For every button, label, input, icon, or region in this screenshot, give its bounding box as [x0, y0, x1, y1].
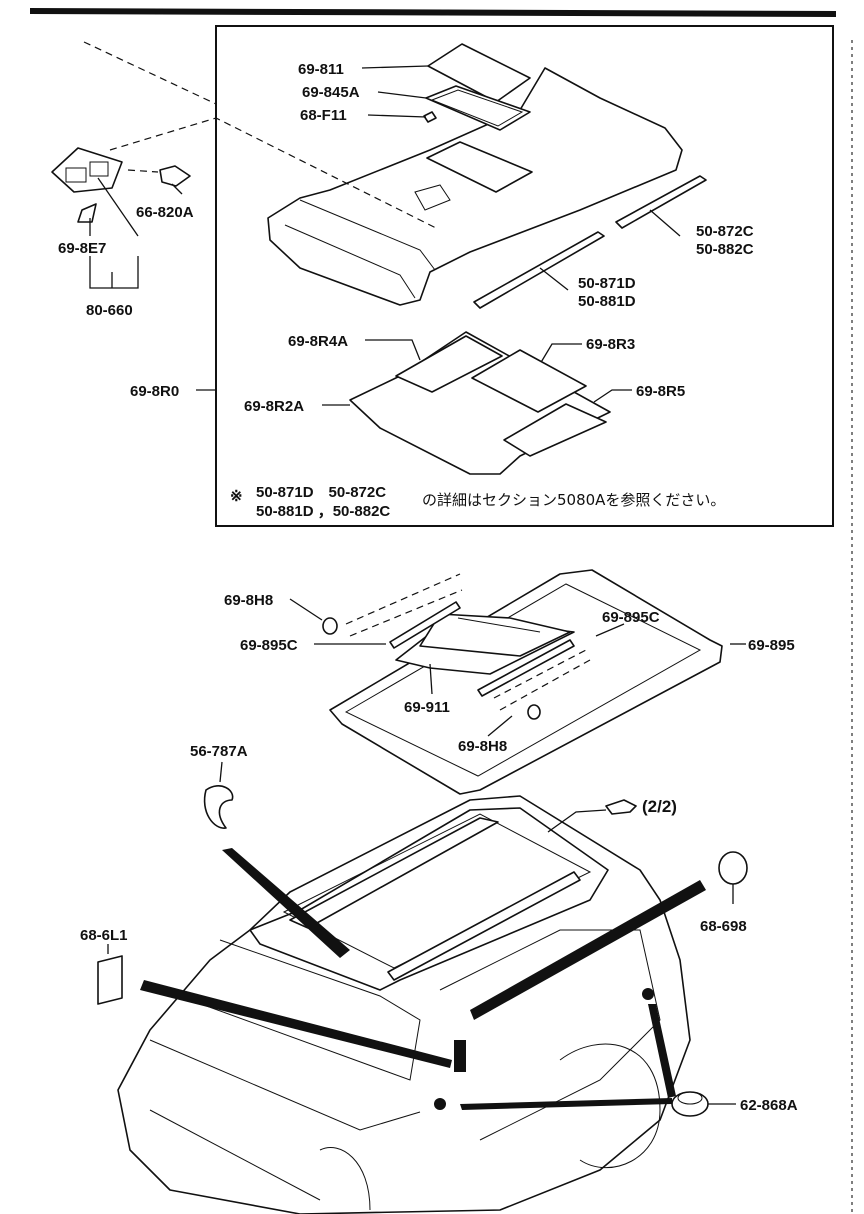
cover-part	[203, 785, 234, 829]
label-69-845a: 69-845A	[302, 84, 360, 101]
hand-pointer-icon	[605, 799, 637, 815]
label-69-8r5: 69-8R5	[636, 383, 685, 400]
glass-part	[427, 43, 531, 103]
headlining-box	[215, 25, 834, 527]
label-50-881d: 50-881D	[578, 293, 636, 310]
label-68-6l1: 68-6L1	[80, 927, 128, 944]
label-80-660: 80-660	[86, 302, 133, 319]
label-69-895: 69-895	[748, 637, 795, 654]
label-69-8e7: 69-8E7	[58, 240, 106, 257]
note-codes-line2: 50-881D ，50-882C	[256, 503, 390, 520]
label-69-895c-right: 69-895C	[602, 609, 660, 626]
label-68-f11: 68-F11	[300, 107, 347, 124]
label-page-ref: (2/2)	[642, 797, 677, 816]
label-69-8h8-upper: 69-8H8	[224, 592, 273, 609]
label-50-882c: 50-882C	[696, 241, 754, 258]
note-mark: ※	[230, 488, 243, 505]
deflector-right	[477, 639, 575, 697]
top-rule	[29, 8, 837, 17]
map-lamp-part	[51, 147, 191, 223]
roof-seal-part	[289, 817, 499, 929]
label-62-868a: 62-868A	[740, 1097, 798, 1114]
label-69-811: 69-811	[298, 61, 344, 78]
label-50-872c: 50-872C	[696, 223, 754, 240]
label-69-8r2a: 69-8R2A	[244, 398, 304, 415]
grommet-part	[718, 851, 748, 885]
screw-part-lower	[527, 704, 541, 720]
label-69-8r0: 69-8R0	[130, 383, 179, 400]
molding-upper	[615, 175, 707, 229]
label-66-820a: 66-820A	[136, 204, 194, 221]
note-codes-line1: 50-871D 50-872C	[256, 484, 386, 501]
label-56-787a: 56-787A	[190, 743, 248, 760]
label-69-8h8-lower: 69-8H8	[458, 738, 507, 755]
rail-part	[387, 871, 581, 981]
screw-part	[322, 617, 338, 635]
headliner-part	[267, 67, 683, 306]
note-text: の詳細はセクション5080Aを参照ください。	[422, 491, 725, 509]
clip-part	[423, 111, 437, 123]
sunroof-frame-part	[329, 569, 723, 795]
label-69-8r4a: 69-8R4A	[288, 333, 348, 350]
label-69-8r3: 69-8R3	[586, 336, 635, 353]
seal-part	[425, 85, 531, 131]
deflector-left	[389, 601, 461, 649]
label-69-911: 69-911	[404, 699, 450, 716]
label-50-871d: 50-871D	[578, 275, 636, 292]
patch-part	[97, 955, 123, 1005]
insulation-pad-part	[349, 331, 611, 475]
label-68-698: 68-698	[700, 918, 747, 935]
label-69-895c-left: 69-895C	[240, 637, 298, 654]
molding-lower	[473, 231, 605, 309]
patch-on-vehicle	[454, 1040, 466, 1072]
